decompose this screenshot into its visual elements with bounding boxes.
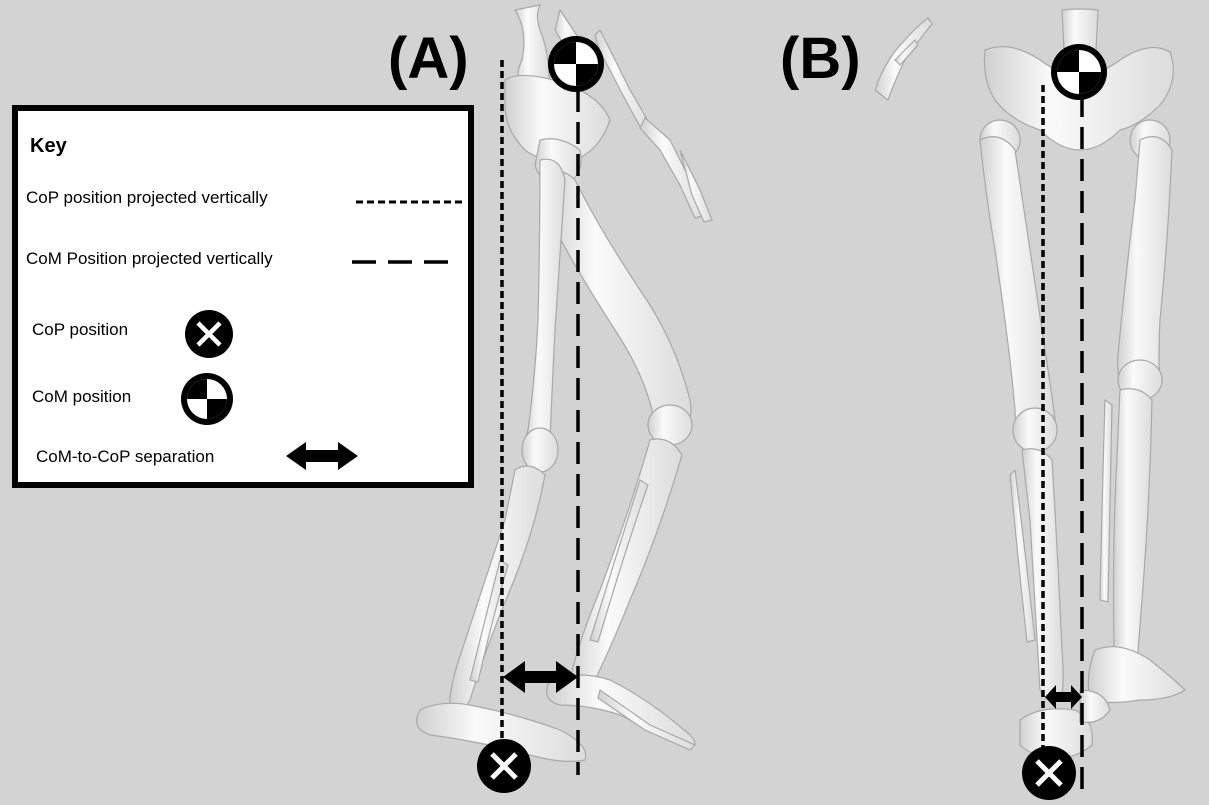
cop-marker-icon — [184, 309, 234, 359]
com-marker-icon — [180, 372, 234, 426]
key-cop-line-label: CoP position projected vertically — [26, 188, 268, 208]
panel-label-b: (B) — [780, 30, 861, 88]
com-marker-icon — [548, 36, 604, 92]
cop-line-swatch — [354, 197, 464, 207]
skeleton-b — [875, 9, 1185, 758]
double-arrow-icon — [284, 439, 360, 473]
key-legend: Key CoP position projected vertically Co… — [12, 105, 474, 488]
key-cop-position-label: CoP position — [32, 320, 128, 340]
cop-marker-icon — [477, 739, 531, 793]
key-separation-label: CoM-to-CoP separation — [36, 447, 214, 467]
cop-marker-icon — [1022, 746, 1076, 800]
key-com-line-label: CoM Position projected vertically — [26, 249, 273, 269]
com-marker-icon — [1051, 44, 1107, 100]
com-line-swatch — [350, 257, 462, 267]
key-com-position-label: CoM position — [32, 387, 131, 407]
key-title: Key — [30, 135, 67, 158]
panel-label-a: (A) — [388, 30, 469, 88]
